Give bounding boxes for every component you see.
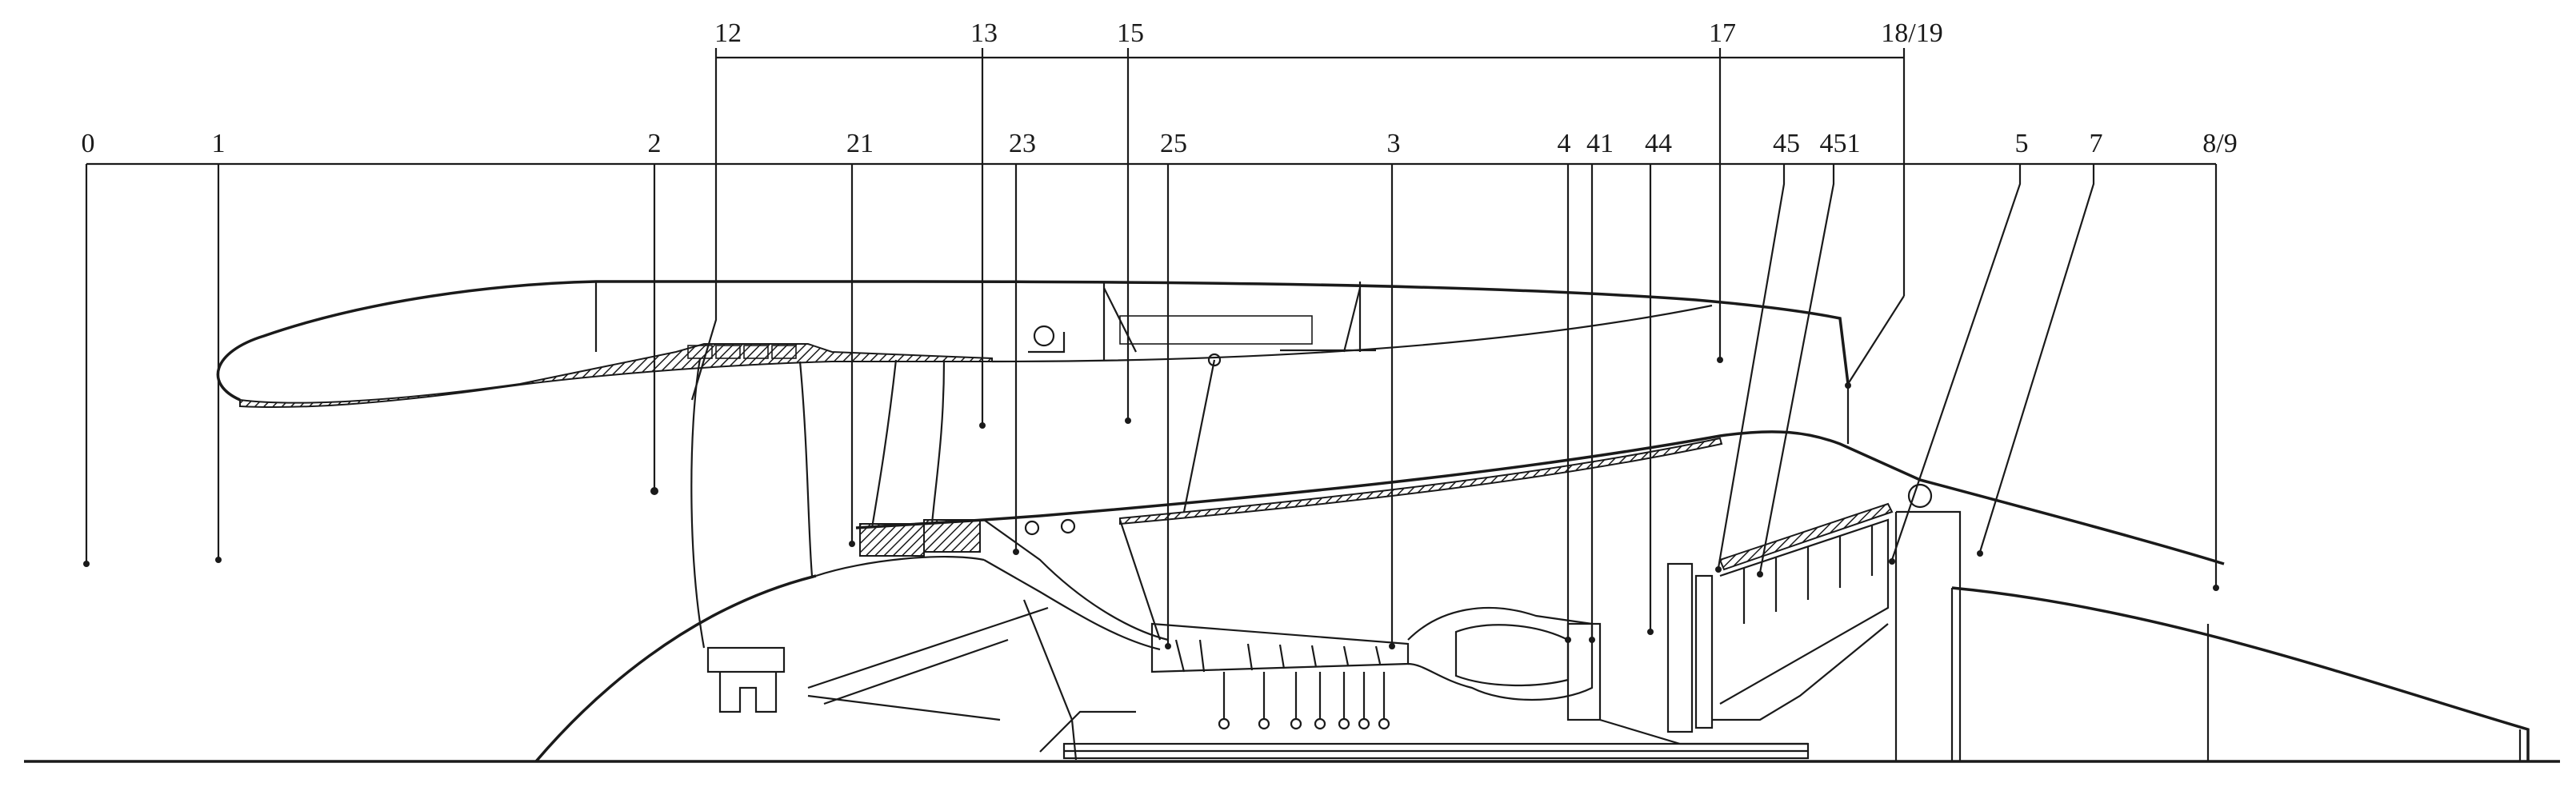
station-8-9: 8/9 bbox=[2202, 129, 2238, 591]
station-label: 44 bbox=[1645, 129, 1672, 158]
station-label: 0 bbox=[82, 129, 95, 158]
station-label: 4 bbox=[1558, 129, 1571, 158]
station-label: 45 bbox=[1773, 129, 1800, 158]
station-45: 45 bbox=[1715, 129, 1800, 573]
station-label: 25 bbox=[1160, 129, 1187, 158]
top-stations: 12 13 15 17 18/19 bbox=[690, 18, 1943, 429]
combustor bbox=[1407, 606, 1594, 701]
station-18-19: 18/19 bbox=[1845, 18, 1943, 389]
station-0: 0 bbox=[82, 129, 95, 567]
station-2: 2 bbox=[648, 129, 662, 495]
compressor-disks bbox=[1218, 672, 1390, 730]
station-label: 13 bbox=[970, 18, 998, 48]
shafts bbox=[1039, 710, 1810, 760]
station-label: 3 bbox=[1387, 129, 1401, 158]
station-23: 23 bbox=[1009, 129, 1036, 555]
station-label: 2 bbox=[648, 129, 662, 158]
station-3: 3 bbox=[1387, 129, 1401, 649]
lpt-stages bbox=[1742, 525, 1874, 624]
station-44: 44 bbox=[1645, 129, 1672, 635]
fan bbox=[534, 358, 817, 763]
turbines bbox=[1566, 502, 1894, 733]
station-label: 7 bbox=[2090, 129, 2103, 158]
exhaust bbox=[1894, 510, 2530, 761]
core-cowl bbox=[855, 353, 2225, 565]
station-451: 451 bbox=[1757, 129, 1861, 577]
station-21: 21 bbox=[846, 129, 874, 547]
station-label: 23 bbox=[1009, 129, 1036, 158]
station-7: 7 bbox=[1977, 129, 2103, 557]
station-label: 12 bbox=[714, 18, 742, 48]
nacelle bbox=[216, 280, 1850, 409]
station-label: 5 bbox=[2015, 129, 2029, 158]
station-label: 18/19 bbox=[1881, 18, 1942, 48]
station-label: 1 bbox=[212, 129, 226, 158]
bottom-stations: 0 1 2 21 23 25 3 4 41 44 45 451 5 7 8/9 bbox=[82, 129, 2238, 649]
station-label: 21 bbox=[846, 129, 874, 158]
station-41: 41 bbox=[1586, 129, 1614, 643]
station-12: 12 bbox=[690, 18, 742, 401]
station-4: 4 bbox=[1558, 129, 1571, 643]
station-label: 41 bbox=[1586, 129, 1614, 158]
station-13: 13 bbox=[970, 18, 998, 429]
station-15: 15 bbox=[1117, 18, 1144, 424]
station-reference-lines bbox=[86, 56, 2216, 166]
station-17: 17 bbox=[1709, 18, 1736, 363]
station-1: 1 bbox=[212, 129, 226, 563]
station-label: 17 bbox=[1709, 18, 1736, 48]
station-25: 25 bbox=[1160, 129, 1187, 649]
hp-compressor bbox=[1150, 622, 1410, 730]
station-label: 8/9 bbox=[2202, 129, 2237, 158]
booster bbox=[807, 359, 1169, 761]
station-5: 5 bbox=[1889, 129, 2029, 565]
station-label: 15 bbox=[1117, 18, 1144, 48]
station-label: 451 bbox=[1820, 129, 1861, 158]
